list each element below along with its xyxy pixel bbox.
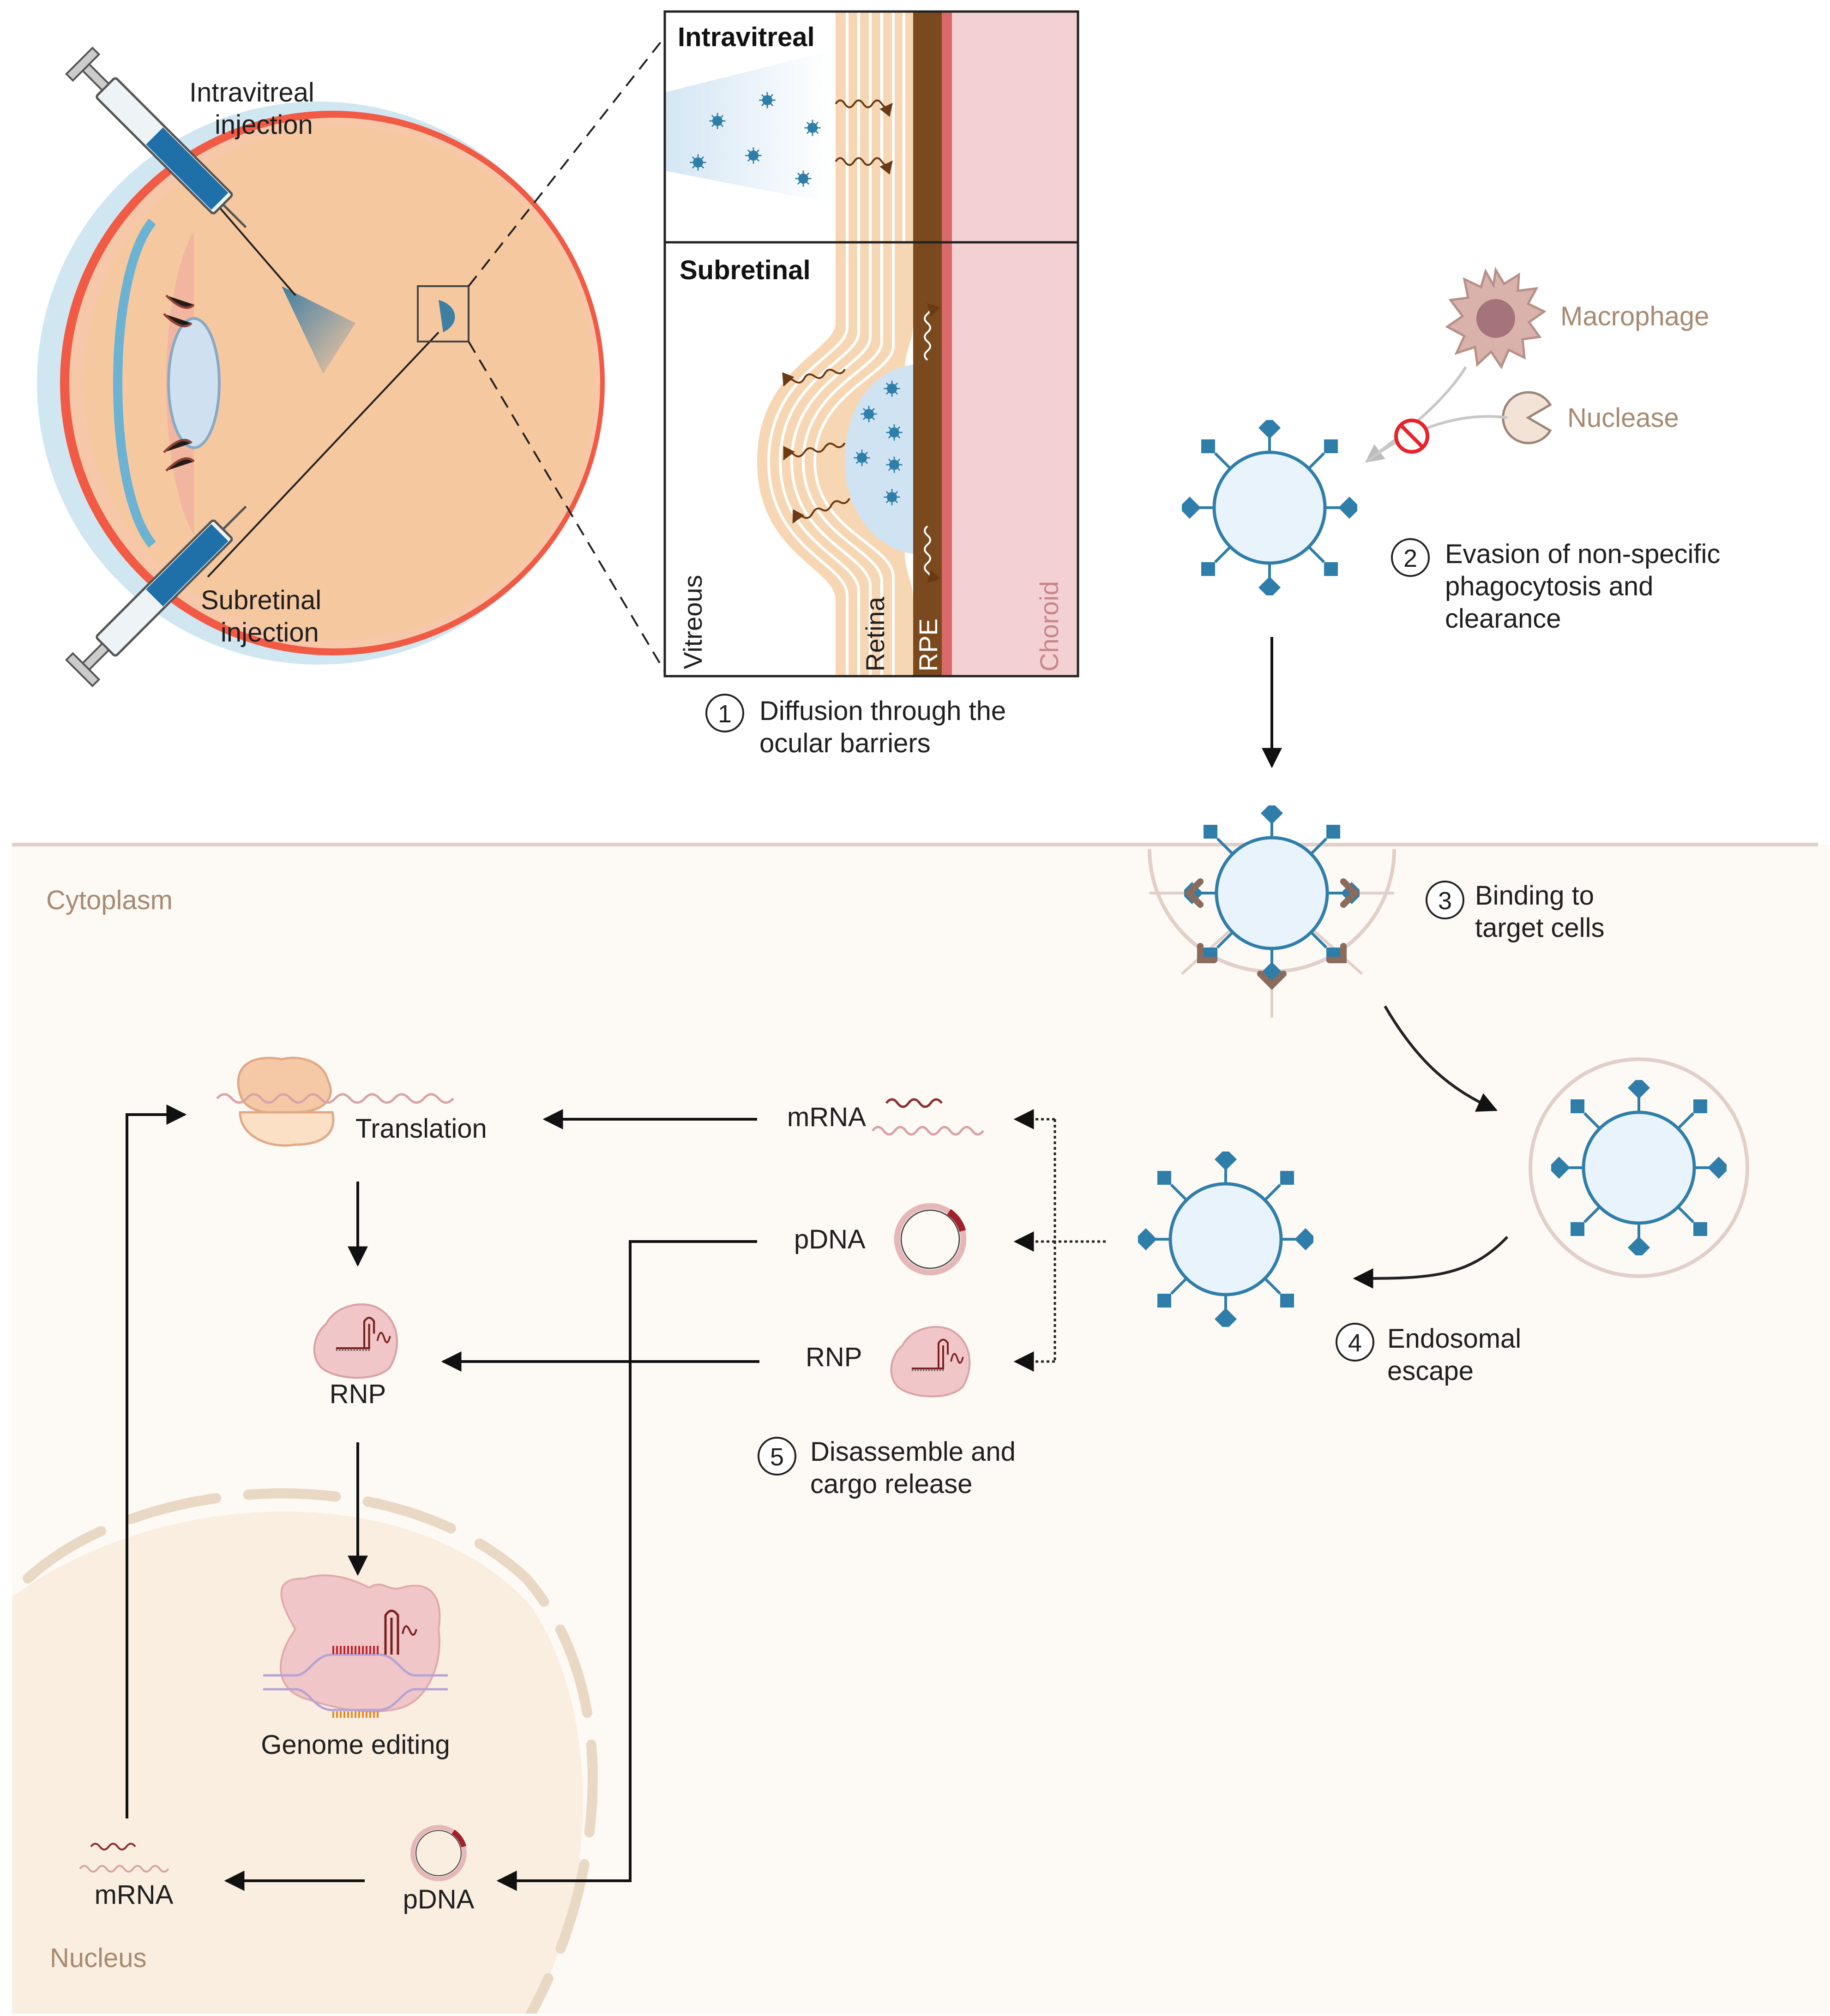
nuclear-mrna-label: mRNA bbox=[95, 1880, 174, 1910]
nanoparticle-icon bbox=[1179, 417, 1360, 599]
choroid-layer bbox=[951, 12, 1078, 676]
translation-label: Translation bbox=[355, 1114, 487, 1144]
step-4: 4 Endosomal escape bbox=[1336, 1323, 1521, 1386]
macrophage-label: Macrophage bbox=[1560, 301, 1709, 331]
nanoparticle-icon bbox=[1548, 1077, 1730, 1259]
nanoparticle-icon bbox=[1181, 802, 1363, 984]
step-2: 2 Evasion of non-specific phagocytosis a… bbox=[1391, 538, 1720, 634]
retina-layer bbox=[757, 12, 913, 676]
cargo-mrna-label: mRNA bbox=[787, 1102, 866, 1132]
choroid-label: Choroid bbox=[1035, 581, 1064, 672]
step-1: 1 Diffusion through the ocular barriers bbox=[705, 694, 1006, 758]
syringe-icon bbox=[65, 505, 247, 688]
ribosome-icon bbox=[237, 1056, 335, 1147]
lens bbox=[167, 317, 221, 449]
step-4-text-1: Endosomal bbox=[1387, 1324, 1521, 1354]
subretinal-injection-label-1: Subretinal bbox=[201, 585, 321, 615]
step-number-badge bbox=[758, 1437, 796, 1476]
intravitreal-injection-label-1: Intravitreal bbox=[189, 78, 314, 108]
zoom-box bbox=[417, 285, 470, 342]
step-5: 5 Disassemble and cargo release bbox=[758, 1437, 1016, 1499]
rpe-label: RPE bbox=[914, 618, 943, 672]
cargo-rnp-label: RNP bbox=[806, 1342, 862, 1372]
subretinal-injection-label-2: injection bbox=[221, 618, 319, 648]
nuclease-icon bbox=[1502, 391, 1552, 444]
rnp-product-label: RNP bbox=[330, 1379, 386, 1409]
step-2-text-1: Evasion of non-specific bbox=[1445, 539, 1720, 569]
step-5-text-1: Disassemble and bbox=[810, 1437, 1016, 1467]
step-3-text-1: Binding to bbox=[1475, 881, 1594, 911]
genome-editing-label: Genome editing bbox=[261, 1730, 450, 1760]
step-2-text-2: phagocytosis and bbox=[1445, 571, 1653, 601]
step-3-text-2: target cells bbox=[1475, 913, 1604, 943]
inset-intravitreal-title: Intravitreal bbox=[678, 22, 815, 52]
svg-text:2: 2 bbox=[1403, 545, 1417, 572]
cargo-pdna-label: pDNA bbox=[794, 1224, 866, 1254]
dna-double-helix-icon bbox=[263, 1574, 448, 1718]
step-5-text-2: cargo release bbox=[810, 1469, 972, 1499]
vitreous-label: Vitreous bbox=[678, 575, 707, 669]
syringe-icon bbox=[65, 46, 247, 228]
step-number-badge bbox=[1336, 1323, 1374, 1362]
ocular-barrier-inset: Intravitreal Subretinal Vitreous Retina … bbox=[663, 10, 1079, 678]
step-4-text-2: escape bbox=[1387, 1356, 1474, 1386]
receptor-icon bbox=[1184, 878, 1360, 990]
step-number-badge bbox=[1391, 538, 1430, 577]
forbidden-icon bbox=[1394, 419, 1429, 454]
step-number-badge bbox=[705, 694, 744, 732]
cytoplasm-label: Cytoplasm bbox=[46, 885, 173, 915]
rpe-layer bbox=[913, 12, 942, 676]
svg-text:1: 1 bbox=[718, 700, 732, 728]
inset-subretinal-title: Subretinal bbox=[680, 255, 811, 285]
nuclear-pdna-label: pDNA bbox=[403, 1884, 475, 1914]
retina-label: Retina bbox=[861, 596, 890, 672]
nucleus-label: Nucleus bbox=[50, 1943, 147, 1973]
mrna-icon bbox=[216, 1093, 454, 1104]
step-number-badge bbox=[1426, 881, 1464, 919]
step-3: 3 Binding to target cells bbox=[1426, 881, 1604, 943]
step-1-text-2: ocular barriers bbox=[759, 728, 931, 758]
svg-text:5: 5 bbox=[770, 1443, 784, 1471]
nuclear-envelope bbox=[23, 1488, 598, 2016]
injection-cone bbox=[282, 286, 355, 374]
intravitreal-injection-label-2: injection bbox=[215, 110, 313, 140]
nanoparticle-icon bbox=[1135, 1148, 1317, 1330]
step-1-text-1: Diffusion through the bbox=[759, 696, 1006, 726]
svg-text:4: 4 bbox=[1348, 1329, 1362, 1357]
eye-anatomy-icon bbox=[37, 102, 605, 665]
step-2-text-3: clearance bbox=[1445, 604, 1561, 634]
svg-text:3: 3 bbox=[1438, 887, 1452, 915]
nuclease-label: Nuclease bbox=[1567, 403, 1679, 433]
macrophage-icon bbox=[1445, 266, 1547, 370]
